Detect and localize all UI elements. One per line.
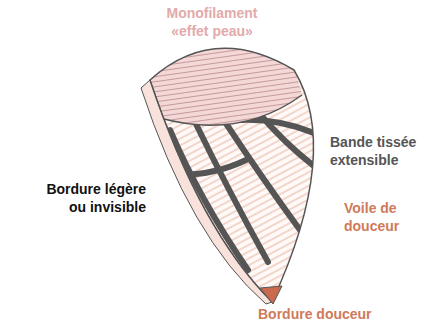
monofilament-label: Monofilament «effet peau» (152, 4, 272, 40)
border-label: Bordure légère ou invisible (30, 180, 146, 216)
light-border (141, 80, 272, 304)
soft-edge-tip (260, 286, 282, 304)
band-label: Bande tissée extensible (330, 133, 430, 169)
cap-edge (160, 95, 302, 125)
veil-label: Voile de douceur (344, 199, 430, 235)
form-outline (150, 48, 314, 302)
soft-border-label: Bordure douceur (258, 305, 428, 323)
